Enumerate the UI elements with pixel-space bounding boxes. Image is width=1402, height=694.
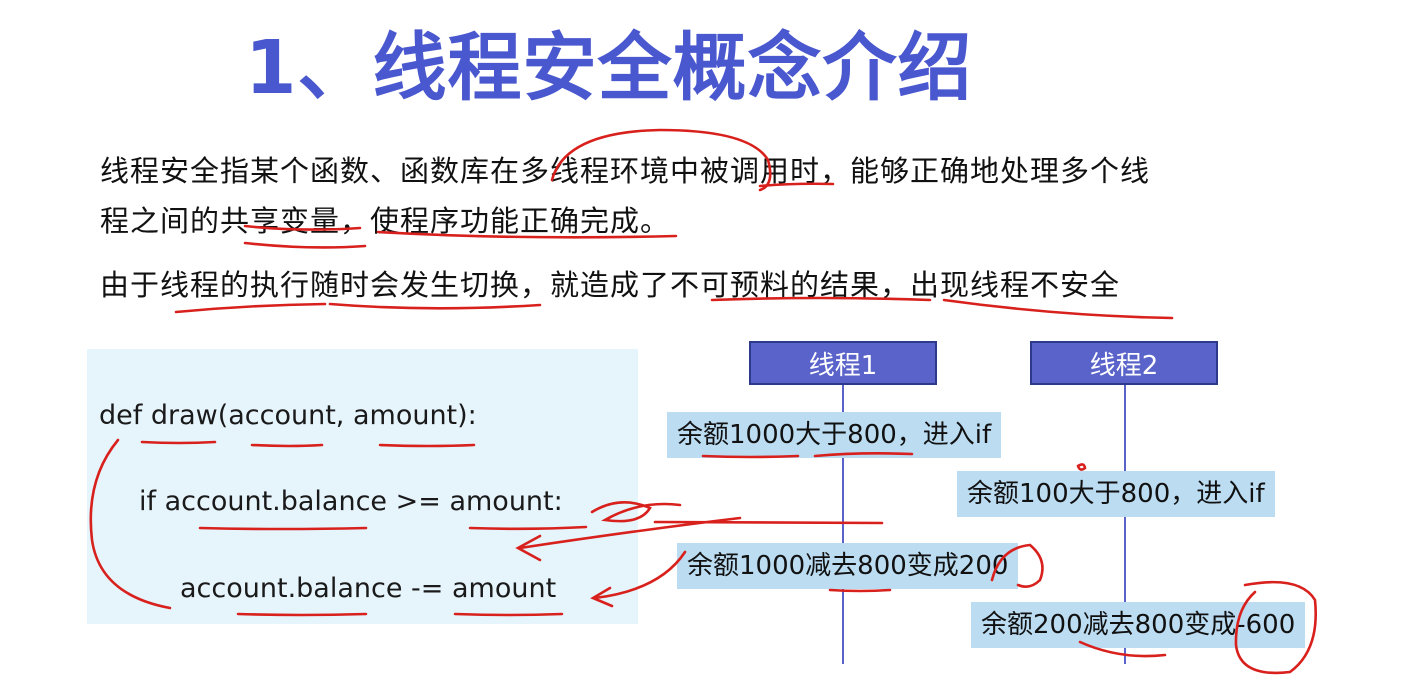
event-t2-enter-if: 余额100大于800，进入if bbox=[957, 471, 1275, 517]
code-line-if: if account.balance >= amount: bbox=[139, 486, 563, 517]
ink-mark-o bbox=[1076, 463, 1087, 471]
ink-underline-execution bbox=[174, 302, 327, 314]
ink-underline-switch bbox=[328, 302, 542, 310]
definition-line-1: 线程安全指某个函数、函数库在多线程环境中被调用时，能够正确地处理多个线 bbox=[100, 154, 1151, 188]
event-t2-subtract: 余额200减去800变成-600 bbox=[971, 602, 1306, 648]
definition-line-2: 程之间的共享变量，使程序功能正确完成。 bbox=[100, 204, 671, 238]
thread-2-lifeline bbox=[1124, 384, 1126, 664]
cause-paragraph: 由于线程的执行随时会发生切换，就造成了不可预料的结果，出现线程不安全 bbox=[100, 268, 1121, 302]
thread-1-header: 线程1 bbox=[749, 341, 937, 385]
slide-title: 1、线程安全概念介绍 bbox=[245, 25, 973, 111]
ink-thread-switch-line bbox=[653, 520, 884, 525]
event-t1-enter-if: 余额1000大于800，进入if bbox=[667, 412, 1002, 458]
ink-underline-1000-sub bbox=[828, 588, 892, 593]
ink-underline-program bbox=[243, 241, 367, 249]
code-panel bbox=[87, 349, 638, 624]
thread-2-header: 线程2 bbox=[1030, 341, 1218, 385]
code-line-subtract: account.balance -= amount bbox=[180, 573, 557, 604]
event-t1-subtract: 余额1000减去800变成200 bbox=[677, 543, 1019, 589]
code-line-def: def draw(account, amount): bbox=[99, 400, 477, 431]
